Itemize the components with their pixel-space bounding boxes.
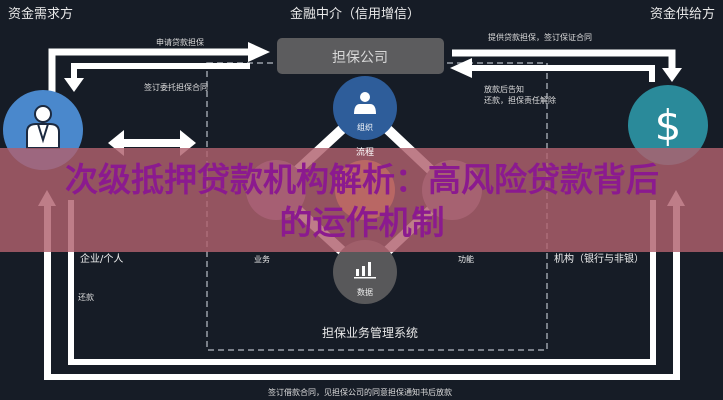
header-supply: 资金供给方 <box>650 6 715 22</box>
guarantee-company-box <box>277 38 444 74</box>
apply-label: 申请贷款担保 <box>156 37 204 47</box>
title-overlay-banner <box>0 148 723 252</box>
apply-arrow <box>48 42 270 100</box>
provide-label: 提供贷款担保，签订保证合同 <box>488 32 592 42</box>
supply-party-circle <box>628 85 708 165</box>
overlay-title: 次级抵押贷款机构解析：高风险贷款背后的运作机制 <box>65 160 659 242</box>
repay-label: 还款 <box>78 292 94 302</box>
bottom-line-lower <box>44 374 680 380</box>
node-org-label: 组织 <box>357 122 373 132</box>
bar-chart-icon <box>354 262 376 279</box>
header-intermediary: 金融中介（信用增信） <box>290 6 420 22</box>
sign-entrust-label: 签订委托担保合同 <box>144 82 208 92</box>
notify-label-line2: 还款，担保责任解除 <box>484 95 556 105</box>
notify-label-line1: 放款后告知 <box>484 84 524 94</box>
sign-entrust-arrow <box>64 63 250 92</box>
provide-arrow <box>452 49 682 82</box>
bottom-line-upper <box>68 359 656 365</box>
notify-arrow <box>450 58 655 82</box>
org-icon <box>354 92 376 114</box>
guarantee-company-label: 担保公司 <box>332 50 388 66</box>
user-icon <box>26 105 60 149</box>
system-title: 担保业务管理系统 <box>322 325 418 340</box>
node-data-label: 数据 <box>357 287 373 297</box>
bottom-label: 签订借款合同，见担保公司的同意担保通知书后放款 <box>268 387 452 397</box>
dollar-icon: $ <box>655 101 682 150</box>
header-demand: 资金需求方 <box>8 6 73 22</box>
